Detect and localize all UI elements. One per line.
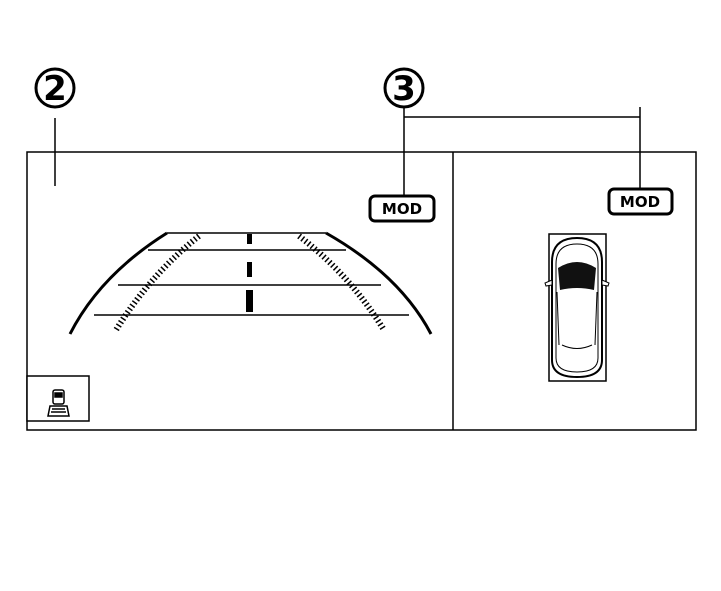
callout-2-label: 2 (43, 69, 67, 109)
mod-badge-camera-label: MOD (382, 200, 422, 218)
mod-badge-overhead: MOD (607, 187, 674, 216)
view-toggle-button[interactable] (26, 375, 90, 422)
callout-3-label: 3 (392, 69, 416, 109)
display-screen (26, 151, 697, 431)
mod-badge-overhead-label: MOD (620, 193, 660, 211)
center-guide-line (246, 234, 253, 312)
vehicle-width-lines (113, 233, 387, 332)
camera-view-icon (47, 389, 70, 417)
overhead-view: MOD (544, 187, 674, 382)
rear-camera-view (68, 231, 433, 335)
car-top-view-icon (544, 233, 610, 382)
predicted-course-lines (68, 231, 433, 335)
callout-2: 2 (34, 67, 76, 186)
mod-badge-camera: MOD (368, 194, 436, 223)
callout-3: 3 (383, 67, 641, 195)
